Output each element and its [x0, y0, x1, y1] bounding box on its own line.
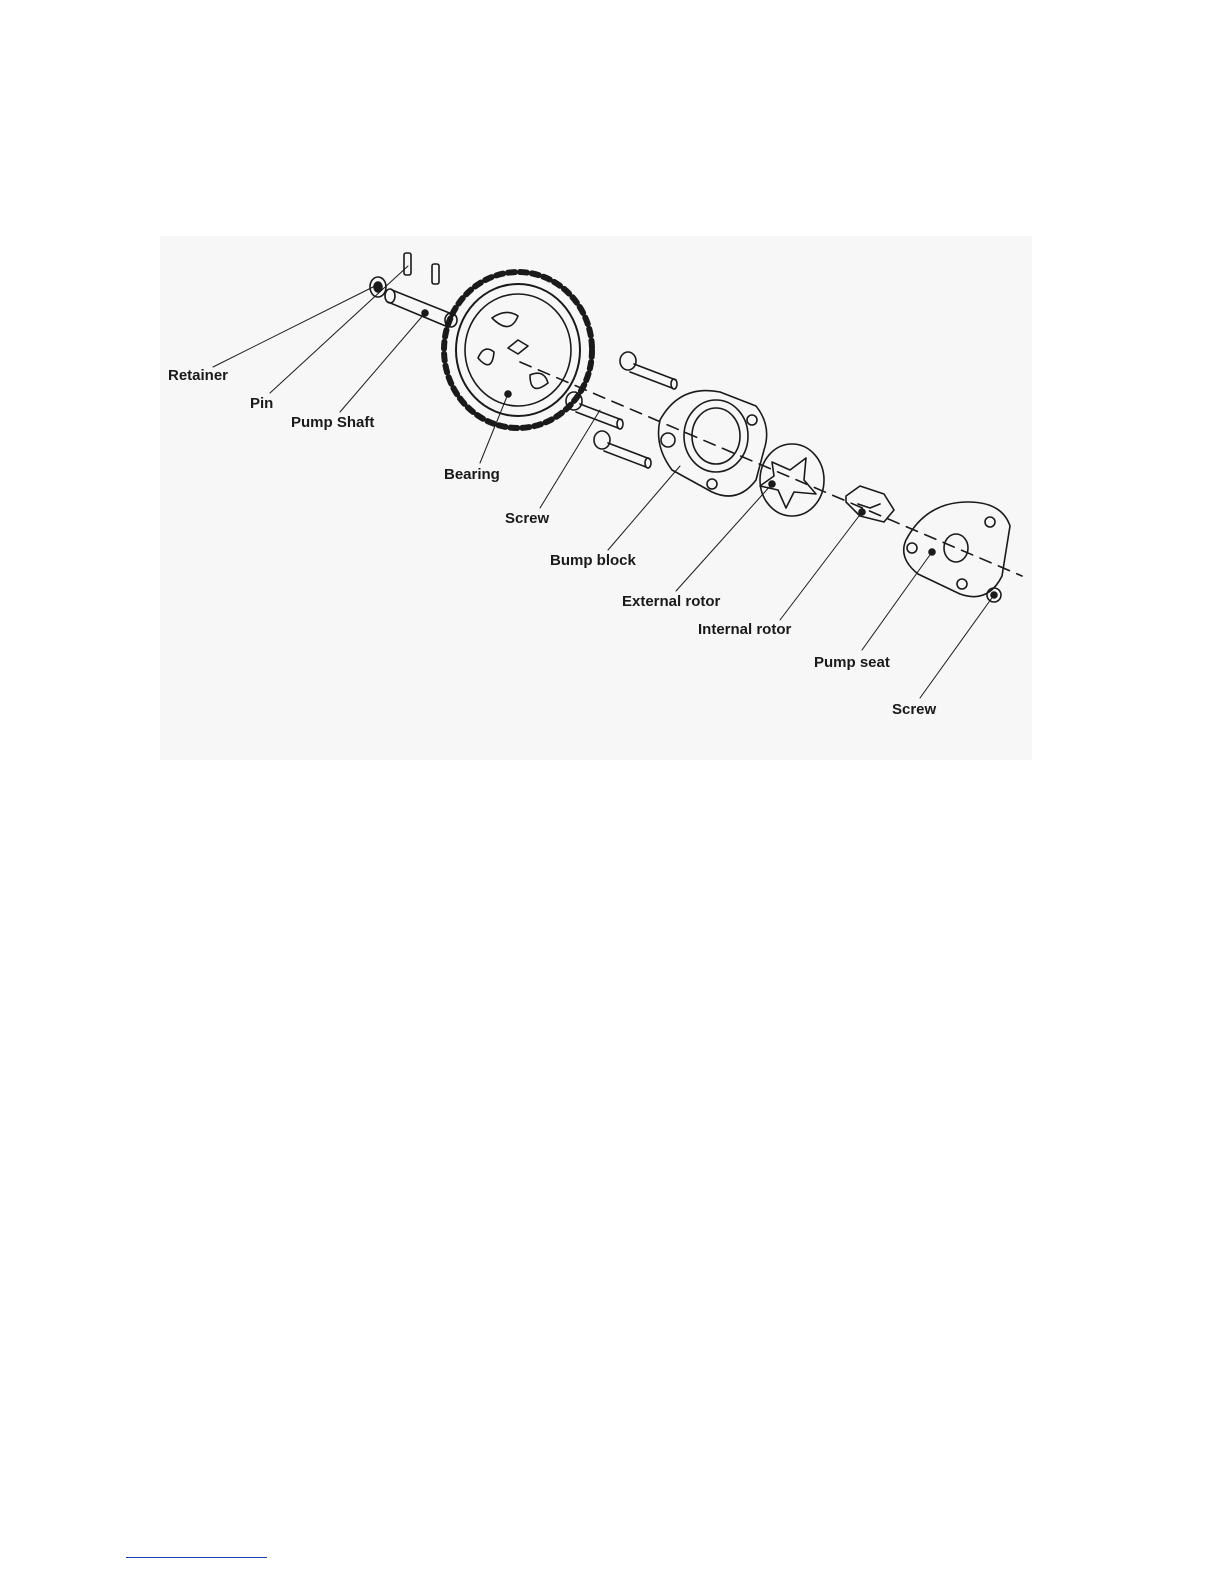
label-bearing: Bearing	[444, 466, 500, 484]
exploded-oil-pump-diagram	[0, 0, 1224, 800]
label-pump-seat: Pump seat	[814, 654, 890, 672]
screw-part	[566, 352, 677, 468]
external-rotor-part	[760, 444, 824, 516]
label-pin: Pin	[250, 395, 273, 413]
leader-lines	[213, 266, 994, 698]
label-pump-shaft: Pump Shaft	[291, 414, 374, 432]
label-bump-block: Bump block	[550, 552, 636, 570]
label-internal-rotor: Internal rotor	[698, 621, 791, 639]
pin-part	[404, 253, 439, 284]
assembly-axis	[520, 362, 1022, 576]
label-screw-upper: Screw	[505, 510, 549, 528]
label-external-rotor: External rotor	[622, 593, 720, 611]
label-screw-lower: Screw	[892, 701, 936, 719]
pump-seat-part	[904, 502, 1010, 597]
bearing-gear-part	[444, 272, 592, 428]
footnote-separator	[126, 1557, 267, 1558]
label-retainer: Retainer	[168, 367, 228, 385]
